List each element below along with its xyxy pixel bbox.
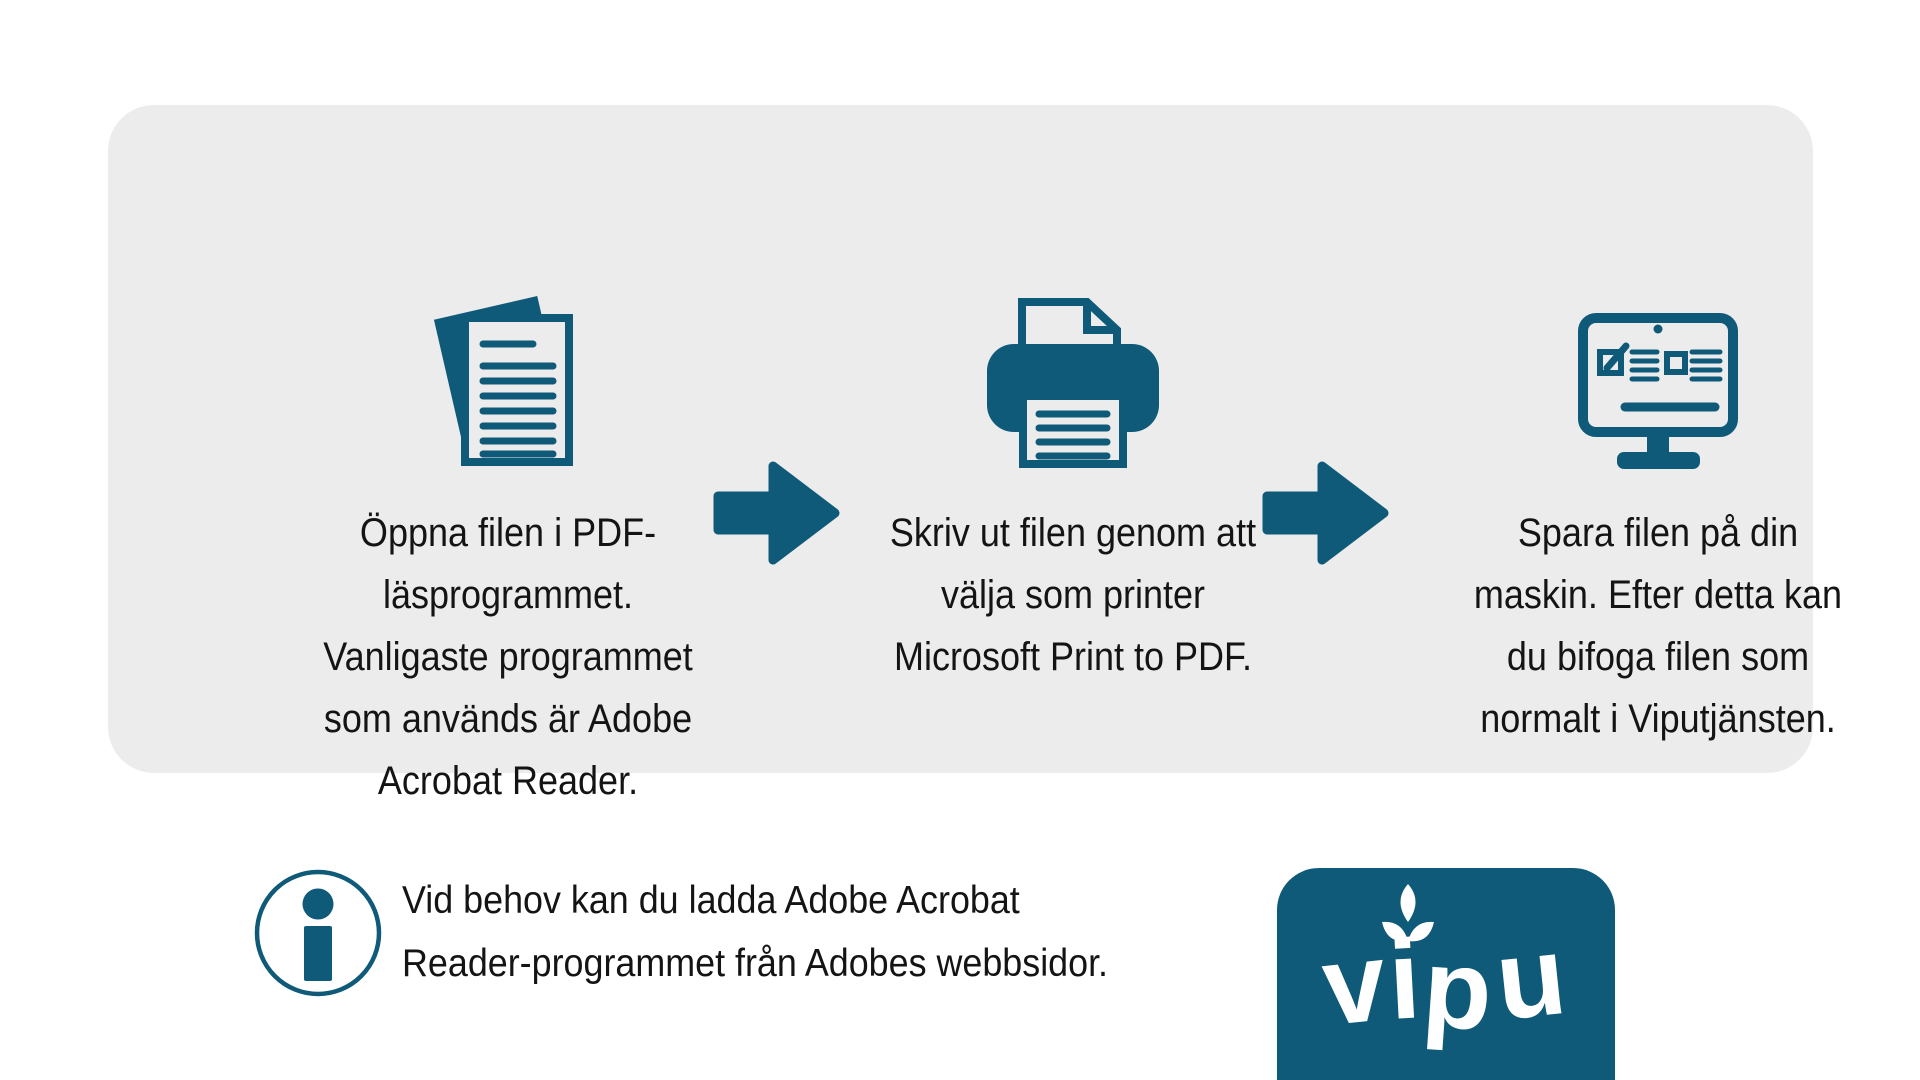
vipu-logo: vipu (1277, 868, 1615, 1080)
arrow-right-icon (1260, 455, 1392, 576)
document-stack-icon (248, 295, 768, 470)
step-1: Öppna filen i PDF- läsprogrammet. Vanlig… (248, 295, 768, 812)
sprout-icon (1377, 884, 1439, 973)
instruction-panel: Öppna filen i PDF- läsprogrammet. Vanlig… (108, 105, 1842, 803)
step-1-text: Öppna filen i PDF- läsprogrammet. Vanlig… (323, 511, 693, 803)
vipu-logo-text: vipu (1277, 912, 1615, 1055)
arrow-right-icon (711, 455, 843, 576)
step-2-text: Skriv ut filen genom att välja som print… (889, 511, 1257, 679)
logo-letter: v (1316, 917, 1396, 1050)
logo-letter: u (1489, 911, 1575, 1044)
logo-letter: p (1419, 924, 1501, 1055)
step-2: Skriv ut filen genom att välja som print… (813, 298, 1333, 688)
monitor-form-icon (1398, 298, 1918, 470)
printer-icon (813, 298, 1333, 470)
step-3-text: Spara filen på din maskin. Efter detta k… (1473, 511, 1843, 741)
info-note-text: Vid behov kan du ladda Adobe Acrobat Rea… (402, 879, 1109, 985)
info-icon (253, 868, 383, 1003)
step-3: Spara filen på din maskin. Efter detta k… (1398, 298, 1918, 750)
